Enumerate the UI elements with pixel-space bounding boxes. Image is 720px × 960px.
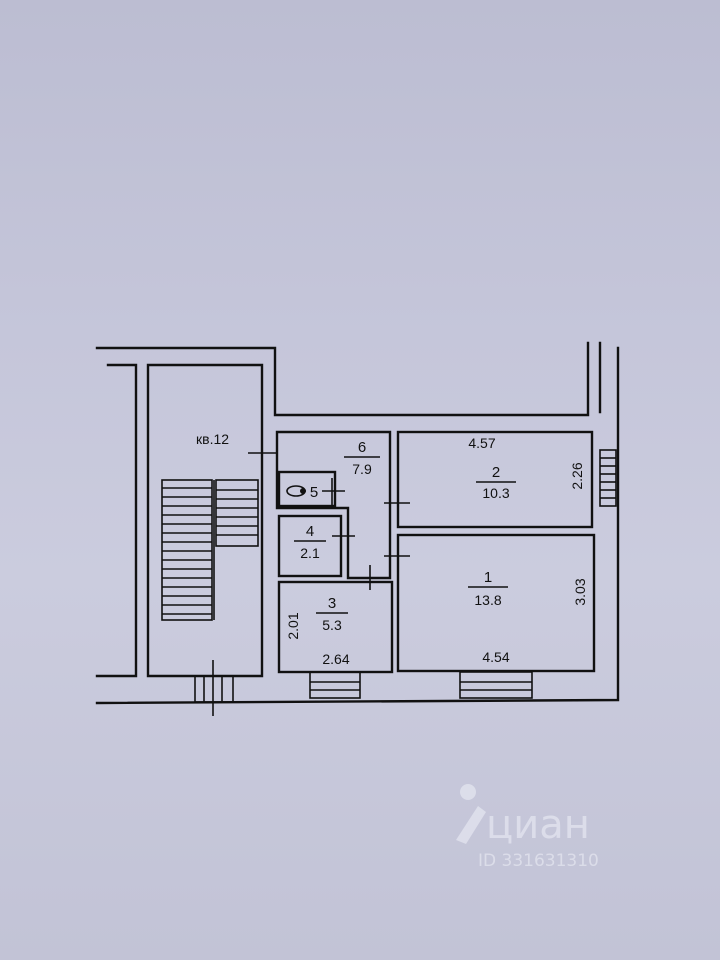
- room-2-area: 10.3: [482, 485, 509, 501]
- stairwell: [146, 363, 264, 716]
- room-2-length-dim: 4.57: [468, 435, 495, 451]
- apartment-label: кв.12: [196, 431, 229, 447]
- watermark-id: ID 331631310: [478, 851, 599, 871]
- balcony-vent: [599, 449, 617, 507]
- watermark-brand: циан: [486, 802, 590, 848]
- room-3-width-dim: 2.01: [285, 612, 301, 639]
- room-5-wc: [277, 470, 345, 508]
- room-1-width-dim: 3.03: [572, 578, 588, 605]
- watermark-logo-icon: [456, 784, 486, 844]
- watermark: циан ID 331631310: [456, 784, 599, 871]
- room-4: [277, 514, 355, 578]
- room-1: [384, 533, 596, 699]
- room-4-number: 4: [306, 523, 314, 540]
- room-3: [277, 565, 394, 699]
- room-3-area: 5.3: [322, 617, 342, 633]
- outer-walls: [95, 341, 620, 705]
- room-2-number: 2: [492, 464, 500, 481]
- entry-door-marker: [248, 438, 278, 468]
- room-6-number: 6: [358, 439, 366, 456]
- room-1-area: 13.8: [474, 592, 501, 608]
- room-3-length-dim: 2.64: [322, 651, 349, 667]
- room-1-length-dim: 4.54: [482, 649, 509, 665]
- room-4-area: 2.1: [300, 545, 320, 561]
- room-1-number: 1: [484, 569, 492, 586]
- room-2-width-dim: 2.26: [569, 462, 585, 489]
- room-5-number: 5: [310, 484, 318, 501]
- room-3-number: 3: [328, 595, 336, 612]
- room-6-area: 7.9: [352, 461, 372, 477]
- room-2: [384, 430, 594, 529]
- room-6-corridor: [275, 430, 392, 580]
